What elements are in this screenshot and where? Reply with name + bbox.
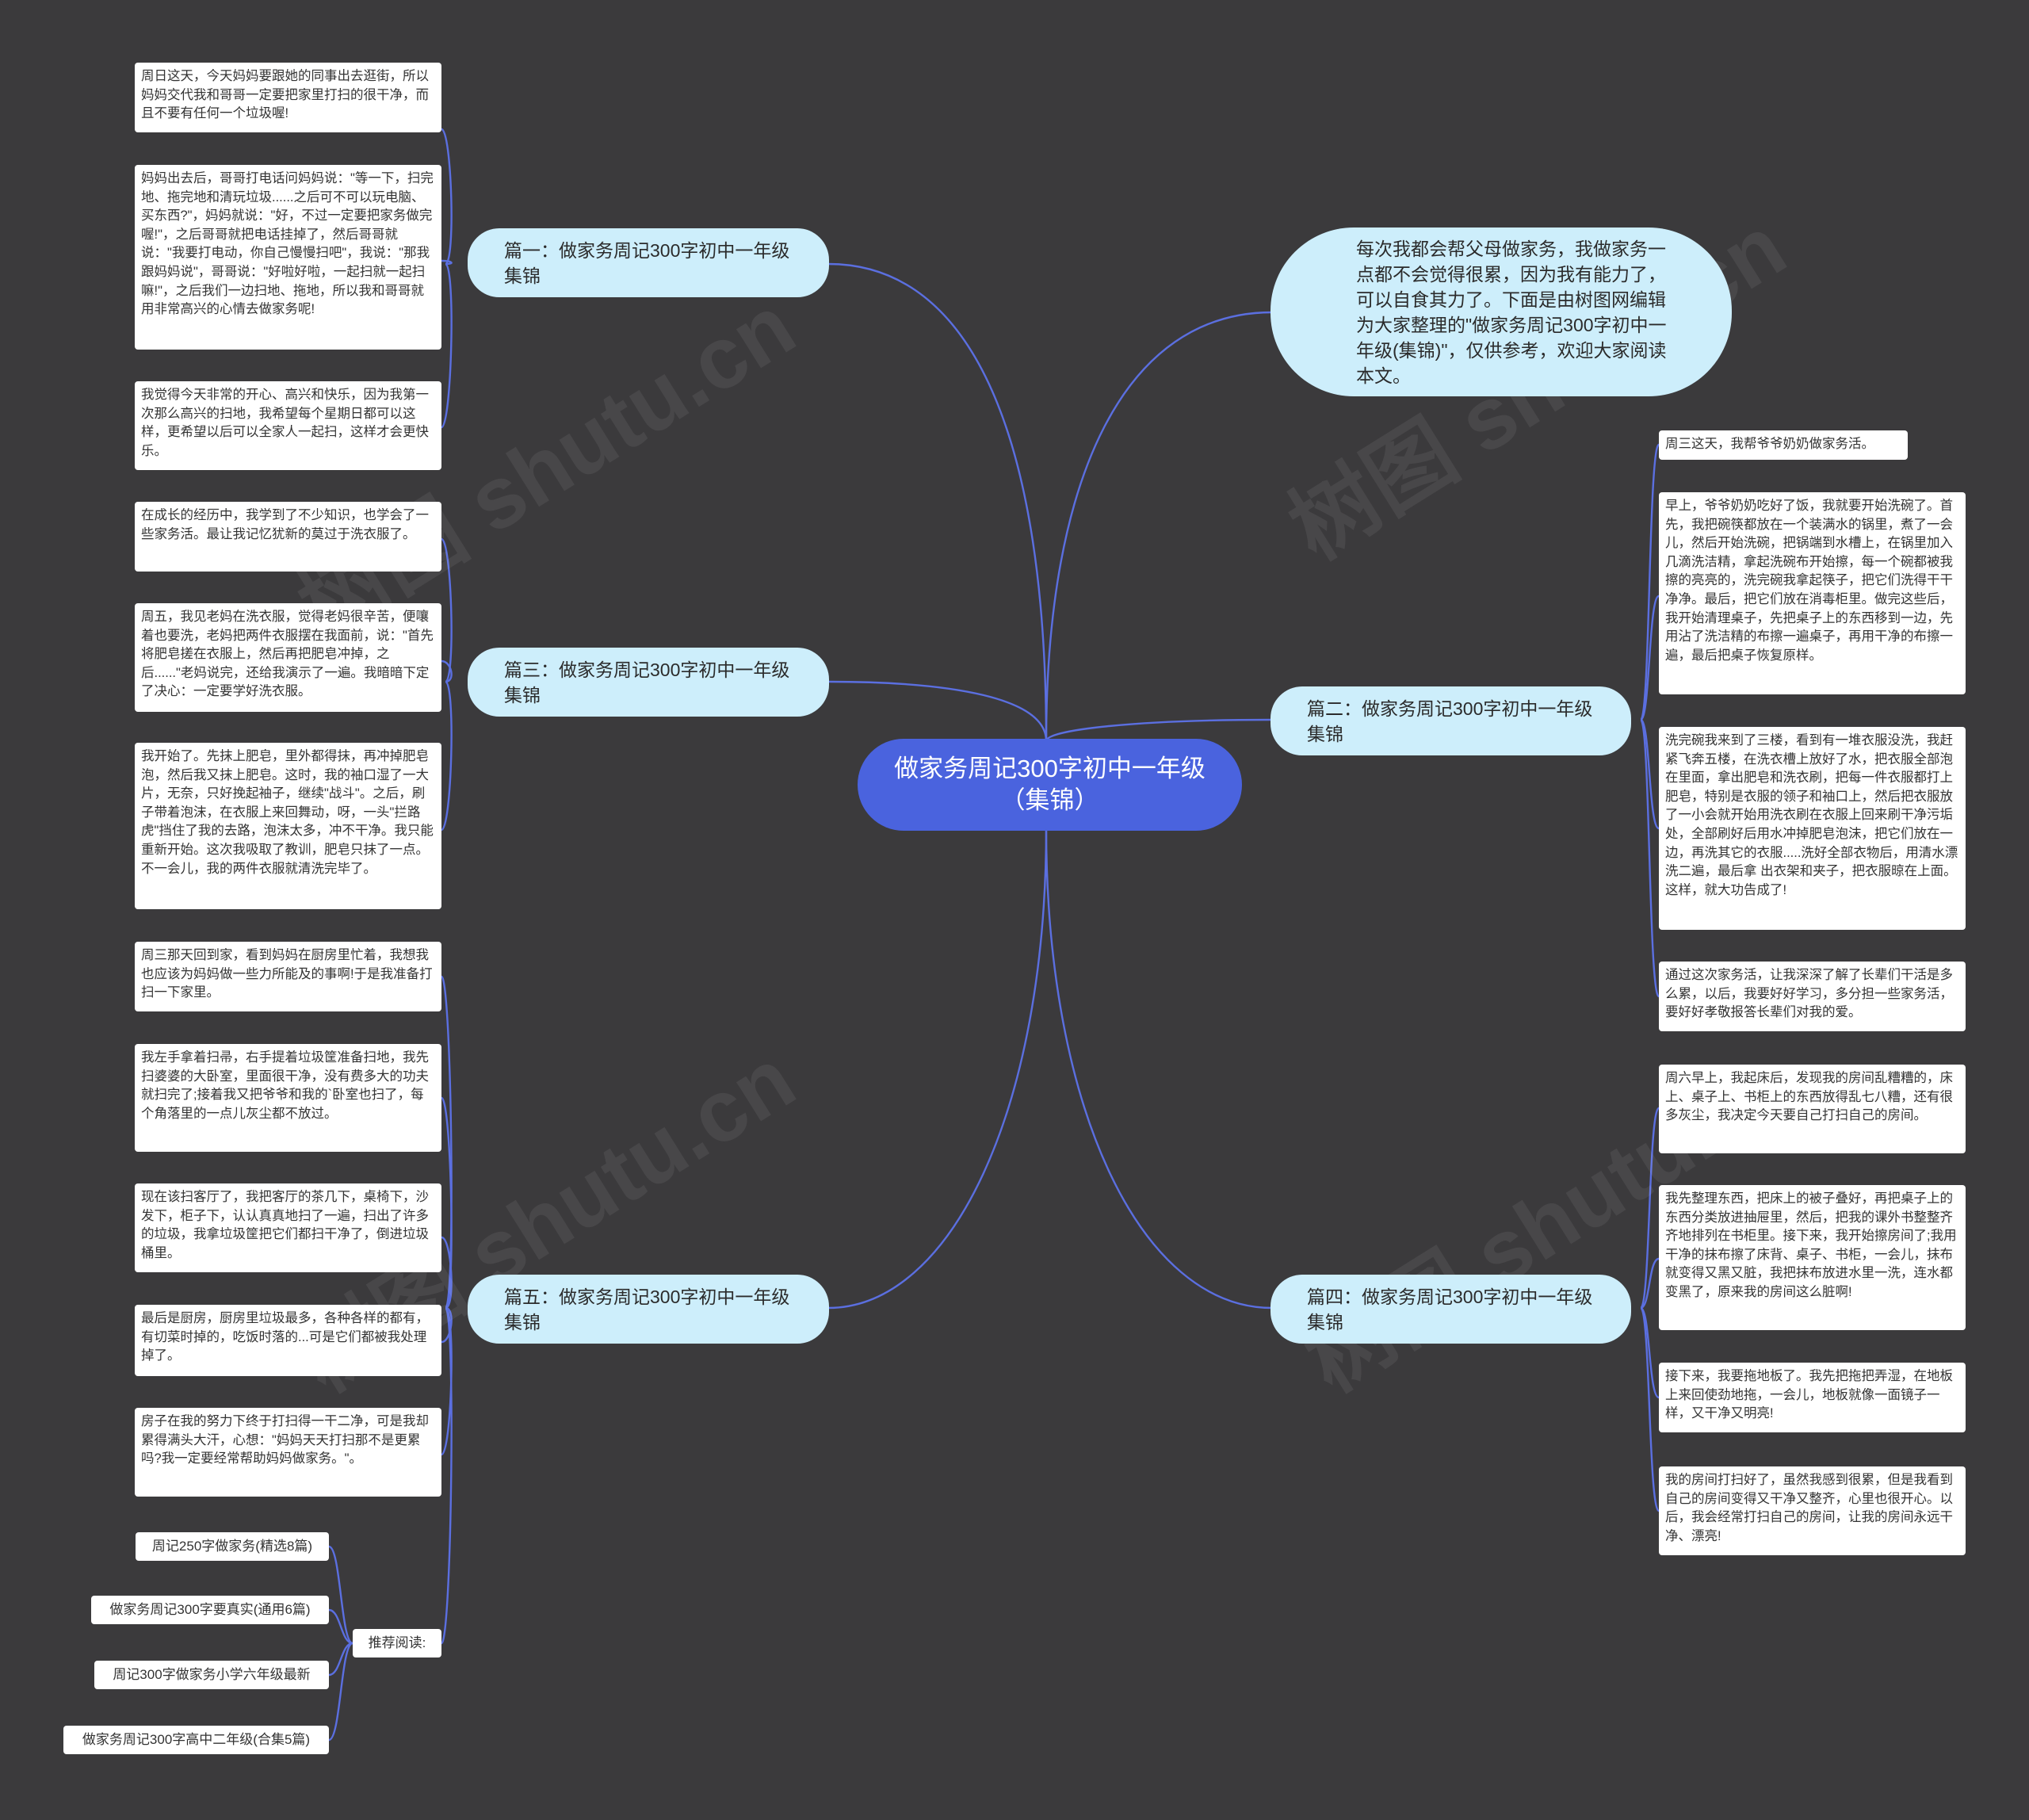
link-b2-l1 [1639,443,1660,721]
link-b2-l2 [1639,595,1660,721]
root-title: 做家务周记300字初中一年级（集锦） [894,755,1206,814]
leaf-b4-1[interactable]: 周六早上，我起床后，发现我的房间乱糟糟的，床上、桌子上、书柜上的东西放得乱七八糟… [1659,1065,1966,1153]
link-root-b4 [1045,828,1273,1310]
root-node[interactable]: 做家务周记300字初中一年级（集锦） [858,739,1242,831]
leaf-b4-4[interactable]: 我的房间打扫好了，虽然我感到很累，但是我看到自己的房间变得又干净又整齐，心里也很… [1659,1466,1966,1555]
leaf-b1-2[interactable]: 妈妈出去后，哥哥打电话问妈妈说："等一下，扫完地、拖完地和清玩垃圾......之… [135,165,441,350]
intro-text: 每次我都会帮父母做家务，我做家务一点都不会觉得很累，因为我有能力了，可以自食其力… [1356,238,1667,386]
link-b1-l3 [440,262,453,429]
leaf-b2-3[interactable]: 洗完碗我来到了三楼，看到有一堆衣服没洗，我赶紧飞奔五楼，在洗衣槽上放好了水，把衣… [1659,727,1966,930]
link-b1-l1 [440,128,453,266]
link-root-b1 [827,262,1048,742]
link-b5-rec [440,1306,453,1645]
leaf-b4-2[interactable]: 我先整理东西，把床上的被子叠好，再把桌子上的东西分类放进抽屉里，然后，把我的课外… [1659,1185,1966,1330]
link-b3-l1 [440,537,453,683]
recommend-item[interactable]: 周记250字做家务(精选8篇) [136,1532,329,1561]
leaf-b5-4[interactable]: 最后是厨房，厨房里垃圾最多，各种各样的都有，有切菜时掉的，吃饭时落的...可是它… [135,1305,441,1376]
link-b2-l4 [1639,718,1660,998]
leaf-b4-3[interactable]: 接下来，我要拖地板了。我先把拖把弄湿，在地板上来回使劲地拖，一会儿，地板就像一面… [1659,1363,1966,1432]
leaf-b5-5[interactable]: 房子在我的努力下终于打扫得一干二净，可是我却累得满头大汗，心想："妈妈天天打扫那… [135,1408,441,1497]
link-root-intro [1045,311,1273,742]
link-b3-l2 [441,660,453,683]
link-b2-l3 [1639,718,1660,830]
branch-b2[interactable]: 篇二：做家务周记300字初中一年级集锦 [1271,686,1631,755]
recommend-label[interactable]: 推荐阅读: [353,1629,441,1658]
link-b4-l3 [1639,1306,1660,1399]
leaf-b3-2[interactable]: 周五，我见老妈在洗衣服，觉得老妈很辛苦，便嚷着也要洗，老妈把两件衣服摆在我面前，… [135,603,441,712]
link-b3-l3 [440,680,453,832]
leaf-b5-1[interactable]: 周三那天回到家，看到妈妈在厨房里忙着，我想我也应该为妈妈做一些力所能及的事啊!于… [135,942,441,1011]
leaf-b2-4[interactable]: 通过这次家务活，让我深深了解了长辈们干活是多么累，以后，我要好好学习，多分担一些… [1659,962,1966,1031]
leaf-b3-3[interactable]: 我开始了。先抹上肥皂，里外都得抹，再冲掉肥皂泡，然后我又抹上肥皂。这时，我的袖口… [135,743,441,909]
branch-label: 篇五：做家务周记300字初中一年级集锦 [504,1286,790,1332]
intro-node[interactable]: 每次我都会帮父母做家务，我做家务一点都不会觉得很累，因为我有能力了，可以自食其力… [1271,228,1732,396]
link-root-b3 [827,680,1048,742]
branch-label: 篇一：做家务周记300字初中一年级集锦 [504,239,790,286]
link-b4-l1 [1639,1107,1660,1310]
leaf-b2-2[interactable]: 早上，爷爷奶奶吃好了饭，我就要开始洗碗了。首先，我把碗筷都放在一个装满水的锅里，… [1659,492,1966,694]
recommend-item[interactable]: 做家务周记300字要真实(通用6篇) [91,1596,329,1624]
link-root-b5 [827,828,1048,1310]
link-root-b2 [1045,718,1273,742]
recommend-item[interactable]: 做家务周记300字高中二年级(合集5篇) [63,1726,329,1754]
leaf-b3-1[interactable]: 在成长的经历中，我学到了不少知识，也学会了一些家务活。最让我记忆犹新的莫过于洗衣… [135,502,441,572]
branch-b1[interactable]: 篇一：做家务周记300字初中一年级集锦 [468,228,829,297]
leaf-b5-2[interactable]: 我左手拿着扫帚，右手提着垃圾筐准备扫地，我先扫婆婆的大卧室，里面很干净，没有费多… [135,1044,441,1152]
link-b1-l2 [441,259,453,266]
link-b5-l3 [441,1236,453,1310]
recommend-item[interactable]: 周记300字做家务小学六年级最新 [94,1661,329,1689]
link-rec-4 [328,1642,353,1742]
leaf-b1-1[interactable]: 周日这天，今天妈妈要跟她的同事出去逛街，所以妈妈交代我和哥哥一定要把家里打扫的很… [135,63,441,132]
branch-b5[interactable]: 篇五：做家务周记300字初中一年级集锦 [468,1275,829,1344]
branch-label: 篇二：做家务周记300字初中一年级集锦 [1307,698,1593,744]
branch-b3[interactable]: 篇三：做家务周记300字初中一年级集锦 [468,648,829,717]
leaf-b1-3[interactable]: 我觉得今天非常的开心、高兴和快乐，因为我第一次那么高兴的扫地，我希望每个星期日都… [135,381,441,470]
link-rec-2 [328,1608,353,1645]
link-rec-1 [328,1545,353,1645]
link-b4-l2 [1640,1257,1660,1310]
branch-b4[interactable]: 篇四：做家务周记300字初中一年级集锦 [1271,1275,1631,1344]
link-b4-l4 [1639,1306,1660,1512]
link-b5-l2 [440,1096,453,1310]
leaf-b5-3[interactable]: 现在该扫客厅了，我把客厅的茶几下，桌椅下，沙发下，柜子下，认认真真地扫了一遍，扫… [135,1183,441,1272]
branch-label: 篇四：做家务周记300字初中一年级集锦 [1307,1286,1593,1332]
leaf-b2-1[interactable]: 周三这天，我帮爷爷奶奶做家务活。 [1659,430,1908,460]
branch-label: 篇三：做家务周记300字初中一年级集锦 [504,659,790,705]
